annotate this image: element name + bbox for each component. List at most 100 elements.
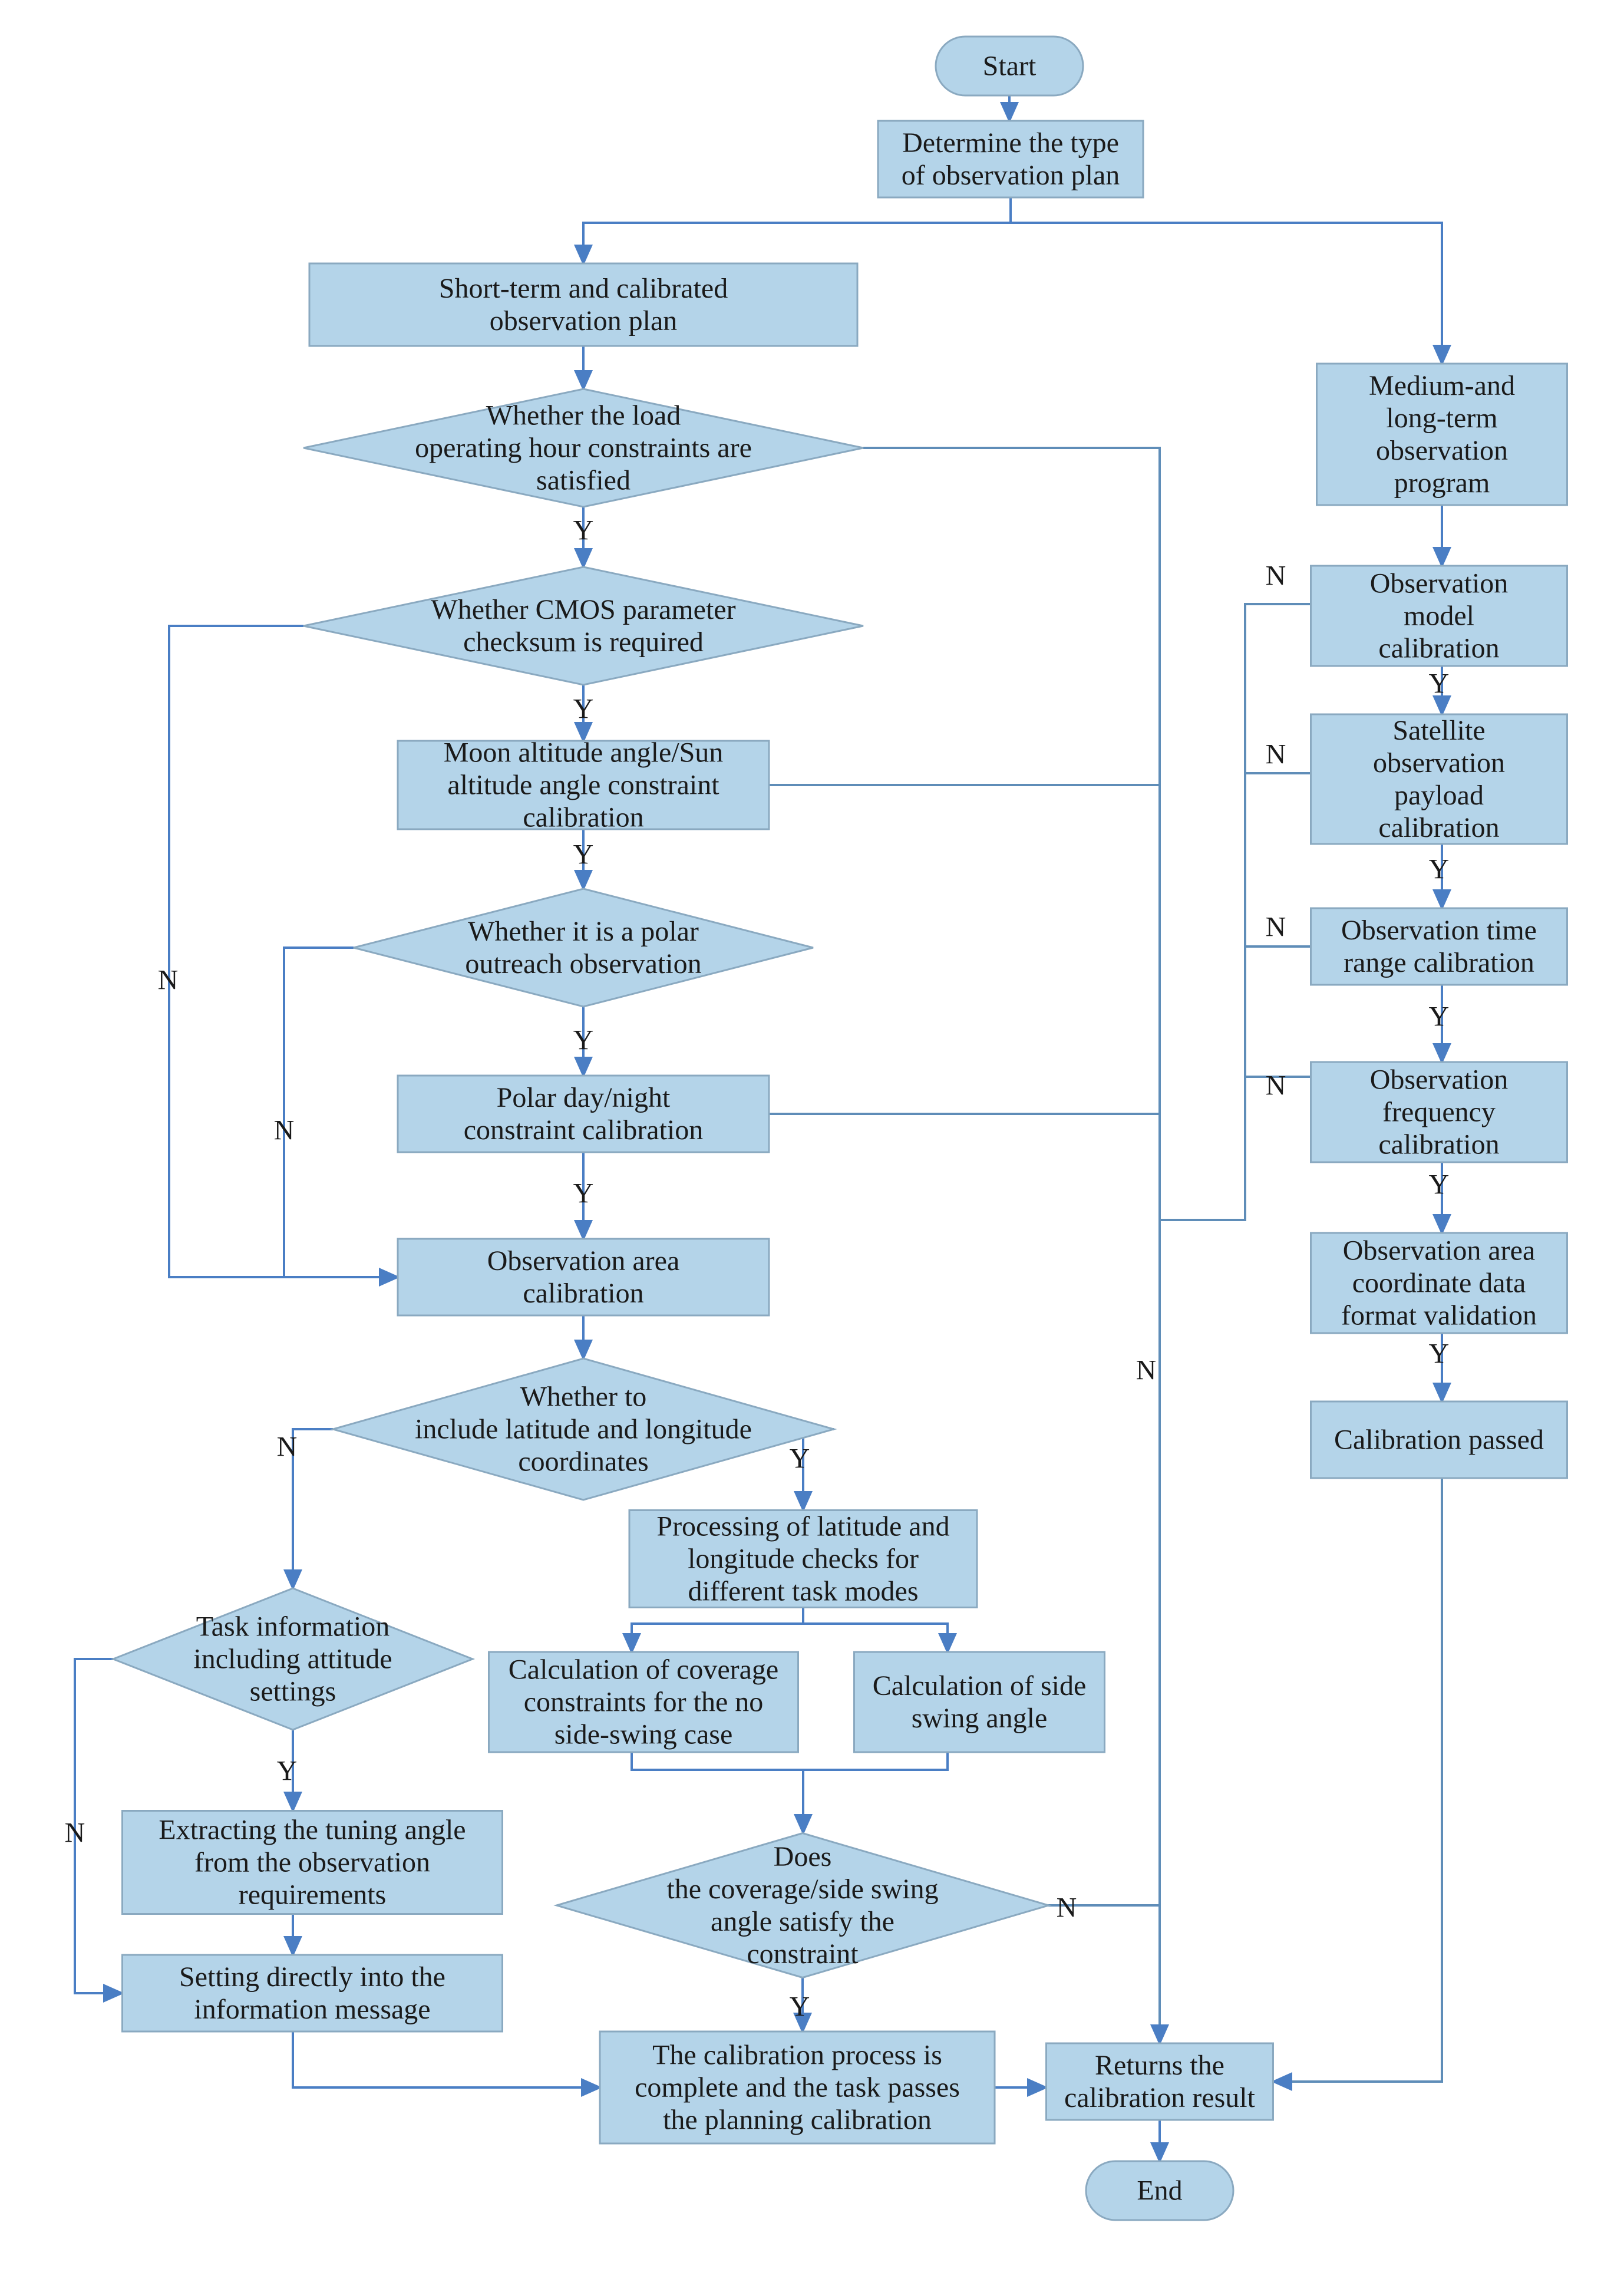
- edge-label-no: N: [277, 1432, 298, 1463]
- node-text-line: calibration: [1378, 1129, 1499, 1160]
- line-polar-no: [283, 946, 354, 1277]
- arrow-latlon-no-to-task-info: [283, 1428, 333, 1591]
- node-text-line: Observation area: [487, 1245, 680, 1277]
- line-right-no-trunk: [1160, 603, 1311, 1221]
- node-text-line: End: [1137, 2175, 1182, 2207]
- connectors: [74, 95, 1451, 2164]
- node-text-line: Moon altitude angle/Sun: [444, 737, 724, 769]
- process-box: [488, 1651, 799, 1753]
- edge-label-yes: Y: [1429, 668, 1450, 700]
- edge-label-yes: Y: [277, 1756, 298, 1787]
- node-text-line: swing angle: [912, 1703, 1048, 1734]
- line-side-calc-merge: [803, 1752, 949, 1771]
- node-text-line: calibration: [1378, 633, 1499, 664]
- node-text-line: Setting directly into the: [179, 1961, 445, 1993]
- edge-label-no: N: [1057, 1892, 1077, 1924]
- decision-diamond: [303, 388, 864, 508]
- edge-label-no: N: [1136, 1355, 1157, 1386]
- process-box: [397, 1238, 770, 1317]
- decision-diamond: [110, 1587, 476, 1731]
- process-box: [877, 120, 1144, 199]
- node-text-line: coordinate data: [1352, 1268, 1526, 1299]
- node-text-line: the planning calibration: [663, 2105, 932, 2136]
- node-text-line: constraints for the no: [524, 1687, 764, 1718]
- node-end: End: [1085, 2160, 1234, 2221]
- node-text-line: The calibration process is: [652, 2040, 942, 2071]
- process-box: [308, 262, 859, 347]
- process-box: [1045, 2042, 1274, 2121]
- process-box: [397, 740, 770, 830]
- edge-label-yes: Y: [573, 694, 594, 725]
- node-text-line: Satellite: [1392, 715, 1485, 746]
- node-text-line: Processing of latitude and: [656, 1511, 949, 1542]
- node-text-line: the coverage/side swing: [666, 1874, 938, 1905]
- node-text-line: Does: [774, 1841, 832, 1872]
- terminal-pill: [1085, 2160, 1234, 2221]
- process-box: [1316, 362, 1568, 506]
- edge-label-no: N: [1266, 739, 1286, 770]
- node-text-line: payload: [1394, 780, 1484, 811]
- node-text-line: format validation: [1341, 1300, 1537, 1331]
- edge-label-yes: Y: [1429, 1169, 1450, 1201]
- arrow-calcs-to-coverage-decision: [631, 1752, 813, 1835]
- node-text-line: side-swing case: [554, 1719, 733, 1750]
- node-text-line: Determine the type: [902, 127, 1119, 159]
- node-text-line: Polar day/night: [497, 1082, 671, 1113]
- node-text-line: Whether the load: [486, 400, 681, 431]
- node-text-line: range calibration: [1344, 947, 1534, 978]
- node-text-line: including attitude: [193, 1644, 392, 1675]
- node-text-line: observation plan: [490, 305, 678, 337]
- node-text-line: observation: [1373, 747, 1505, 779]
- arrow-load-hours-no-to-returns: [863, 447, 1169, 2046]
- edge-label-yes: Y: [573, 839, 594, 870]
- decision-diamond: [329, 1357, 837, 1501]
- process-box: [1310, 1232, 1568, 1334]
- node-text-line: of observation plan: [902, 160, 1120, 191]
- node-text-line: observation: [1376, 435, 1508, 466]
- node-start: Start: [935, 35, 1084, 97]
- edge-label-yes: Y: [573, 515, 594, 546]
- node-text-line: Observation: [1370, 1064, 1509, 1096]
- process-box: [121, 1810, 503, 1915]
- edge-label-no: N: [1266, 912, 1286, 943]
- node-text-line: different task modes: [688, 1576, 918, 1607]
- node-text-line: constraint calibration: [464, 1114, 704, 1146]
- node-text-line: Whether it is a polar: [468, 916, 699, 947]
- edge-label-no: N: [1266, 1070, 1286, 1101]
- node-text-line: Calculation of side: [873, 1670, 1087, 1701]
- node-text-line: calibration: [523, 1278, 643, 1309]
- edge-label-yes: Y: [790, 1991, 810, 2023]
- process-box: [1310, 907, 1568, 986]
- node-text-line: Returns the: [1095, 2050, 1224, 2081]
- node-text-line: longitude checks for: [688, 1544, 919, 1575]
- decision-diamond: [353, 888, 814, 1008]
- edge-label-yes: Y: [573, 1025, 594, 1056]
- edge-label-yes: Y: [1429, 1001, 1450, 1033]
- process-box: [628, 1509, 978, 1608]
- process-box: [1310, 565, 1568, 667]
- node-text-line: angle satisfy the: [711, 1906, 894, 1937]
- node-text-line: settings: [250, 1676, 336, 1707]
- arrow-task-info-no-to-set-direct: [74, 1658, 124, 2003]
- node-text-line: include latitude and longitude: [415, 1414, 752, 1445]
- node-text-line: Observation: [1370, 568, 1509, 599]
- node-text-line: model: [1404, 601, 1474, 632]
- node-text-line: operating hour constraints are: [415, 433, 752, 464]
- edge-label-no: N: [158, 965, 179, 996]
- node-text-line: checksum is required: [463, 626, 704, 658]
- edge-label-yes: Y: [790, 1443, 810, 1475]
- node-text-line: Task information: [196, 1611, 390, 1643]
